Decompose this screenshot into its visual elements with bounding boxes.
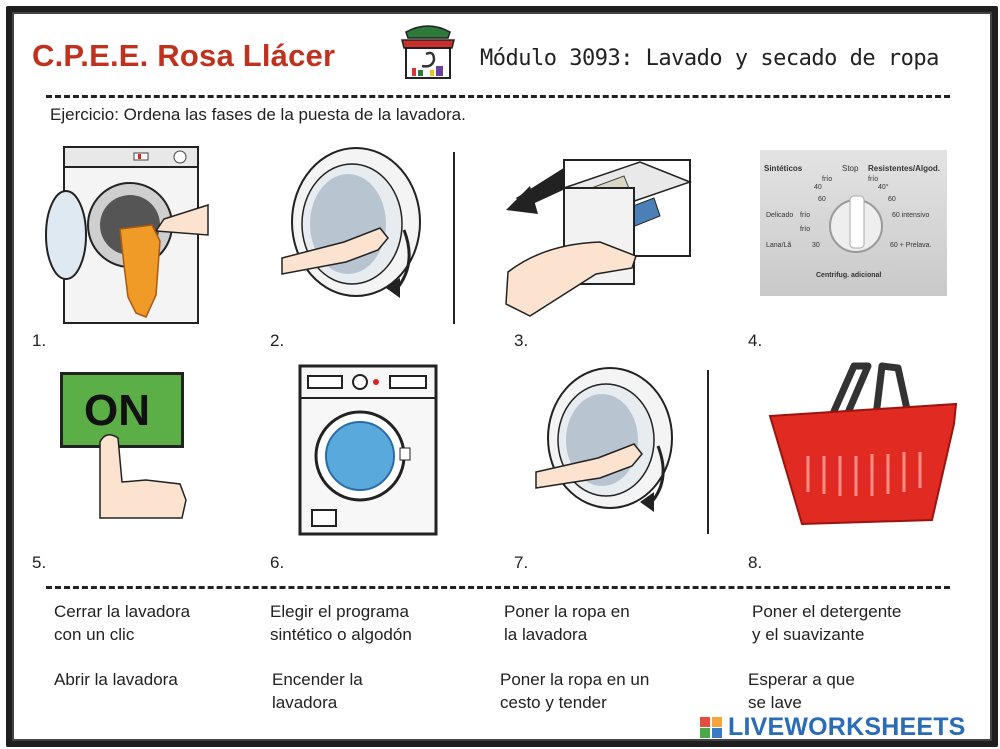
on-button-panel bbox=[60, 372, 184, 448]
school-logo bbox=[401, 25, 455, 79]
picture-4-program-dial: Sintéticos Stop Resistentes/Algod. frío … bbox=[760, 150, 947, 296]
option-elegir-el-programa[interactable]: Elegir el programa sintético o algodón bbox=[270, 602, 412, 644]
bottom-divider bbox=[46, 586, 950, 589]
top-divider bbox=[46, 95, 950, 98]
dial-label-30: 30 bbox=[812, 242, 820, 249]
on-label: ON bbox=[84, 386, 150, 435]
option-esperar-a-que-se-lave[interactable]: Esperar a que se lave bbox=[748, 670, 855, 712]
module-title: Módulo 3093: Lavado y secado de ropa bbox=[480, 46, 939, 71]
dial-label-frio-b: frío bbox=[868, 176, 879, 183]
picture-6-washing-machine bbox=[298, 364, 438, 536]
option-poner-el-detergente[interactable]: Poner el detergente y el suavizante bbox=[752, 602, 902, 644]
dial-label-prelava: 60 + Prelava. bbox=[890, 242, 932, 249]
school-title: C.P.E.E. Rosa Llácer bbox=[32, 38, 336, 73]
liveworksheets-wordmark: LIVEWORKSHEETS bbox=[728, 712, 966, 741]
picture-number-4: 4. bbox=[748, 331, 763, 350]
exercise-instruction: Ejercicio: Ordena las fases de la puesta… bbox=[50, 105, 466, 124]
dial-label-lana: Lana/Lã bbox=[766, 242, 792, 249]
picture-8-laundry-basket bbox=[768, 362, 958, 526]
dial-label-centrifug: Centrifug. adicional bbox=[816, 272, 882, 279]
dial-label-40b: 40° bbox=[878, 184, 889, 191]
dial-label-stop: Stop bbox=[842, 164, 859, 173]
option-abrir-la-lavadora[interactable]: Abrir la lavadora bbox=[54, 670, 178, 689]
dial-label-60b: 60 bbox=[888, 196, 896, 203]
picture-number-8: 8. bbox=[748, 553, 763, 572]
dial-label-60-intensivo: 60 intensivo bbox=[892, 212, 930, 219]
dial-label-frio-c: frío bbox=[800, 212, 811, 219]
option-poner-la-ropa-en-la-lavadora[interactable]: Poner la ropa en la lavadora bbox=[504, 602, 630, 644]
picture-2-closing-door bbox=[281, 147, 455, 324]
picture-7-closing-door bbox=[535, 367, 709, 534]
dial-label-60a: 60 bbox=[818, 196, 826, 203]
dial-label-delicado: Delicado bbox=[766, 212, 794, 219]
dial-label-frio-a: frío bbox=[822, 176, 833, 183]
picture-number-1: 1. bbox=[32, 331, 47, 350]
liveworksheets-branding: LIVEWORKSHEETS bbox=[700, 713, 966, 741]
picture-1-opening-washer bbox=[45, 146, 209, 324]
option-encender-la-lavadora[interactable]: Encender la lavadora bbox=[272, 670, 363, 712]
picture-number-3: 3. bbox=[514, 331, 529, 350]
liveworksheets-logo-icon bbox=[700, 717, 722, 738]
picture-3-detergent-drawer bbox=[505, 159, 693, 317]
picture-number-6: 6. bbox=[270, 553, 285, 572]
option-poner-la-ropa-en-un-cesto[interactable]: Poner la ropa en un cesto y tender bbox=[500, 670, 650, 712]
picture-5-on-button: ON bbox=[60, 372, 210, 520]
dial-label-frio-d: frío bbox=[800, 226, 811, 233]
option-cerrar-la-lavadora[interactable]: Cerrar la lavadora con un clic bbox=[54, 602, 191, 644]
picture-number-7: 7. bbox=[514, 553, 529, 572]
dial-label-resistentes: Resistentes/Algod. bbox=[868, 164, 941, 173]
picture-number-2: 2. bbox=[270, 331, 285, 350]
dial-label-40a: 40 bbox=[814, 184, 822, 191]
dial-label-sinteticos: Sintéticos bbox=[764, 164, 803, 173]
picture-number-5: 5. bbox=[32, 553, 47, 572]
